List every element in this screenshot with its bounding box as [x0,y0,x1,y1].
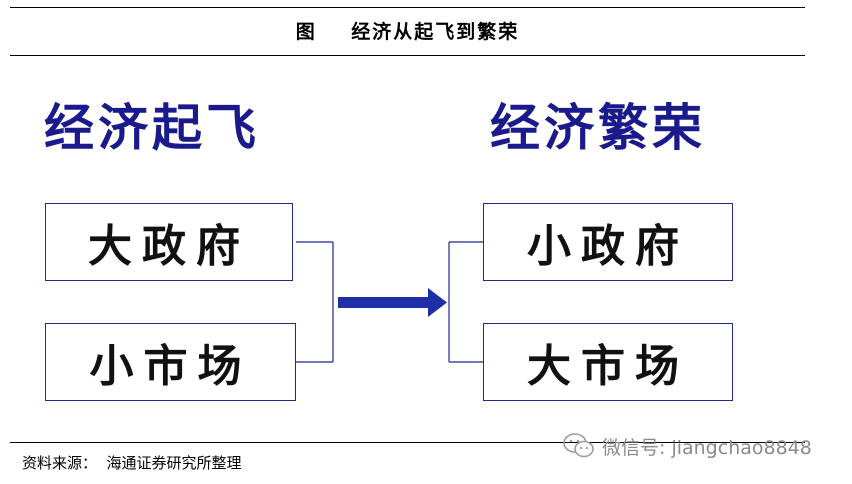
box-small-government: 小政府 [483,203,733,281]
heading-economic-takeoff: 经济起飞 [44,98,260,157]
box-big-market: 大市场 [483,323,733,401]
source-note: 资料来源： 海通证券研究所整理 [22,454,242,472]
top-rule [10,7,805,8]
figure-title: 图 经济从起飞到繁荣 [295,21,520,43]
watermark-text: 微信号: jiangchao8848 [602,436,812,459]
source-rule [10,442,805,443]
box-big-government: 大政府 [45,203,293,281]
wechat-icon [563,433,594,458]
left-bracket [296,241,334,363]
right-arrow-icon [338,288,447,317]
box-small-market: 小市场 [45,323,296,401]
right-bracket [448,241,483,363]
heading-economic-prosperity: 经济繁荣 [490,98,706,157]
title-rule [10,55,805,56]
watermark: 微信号: jiangchao8848 [562,432,812,460]
